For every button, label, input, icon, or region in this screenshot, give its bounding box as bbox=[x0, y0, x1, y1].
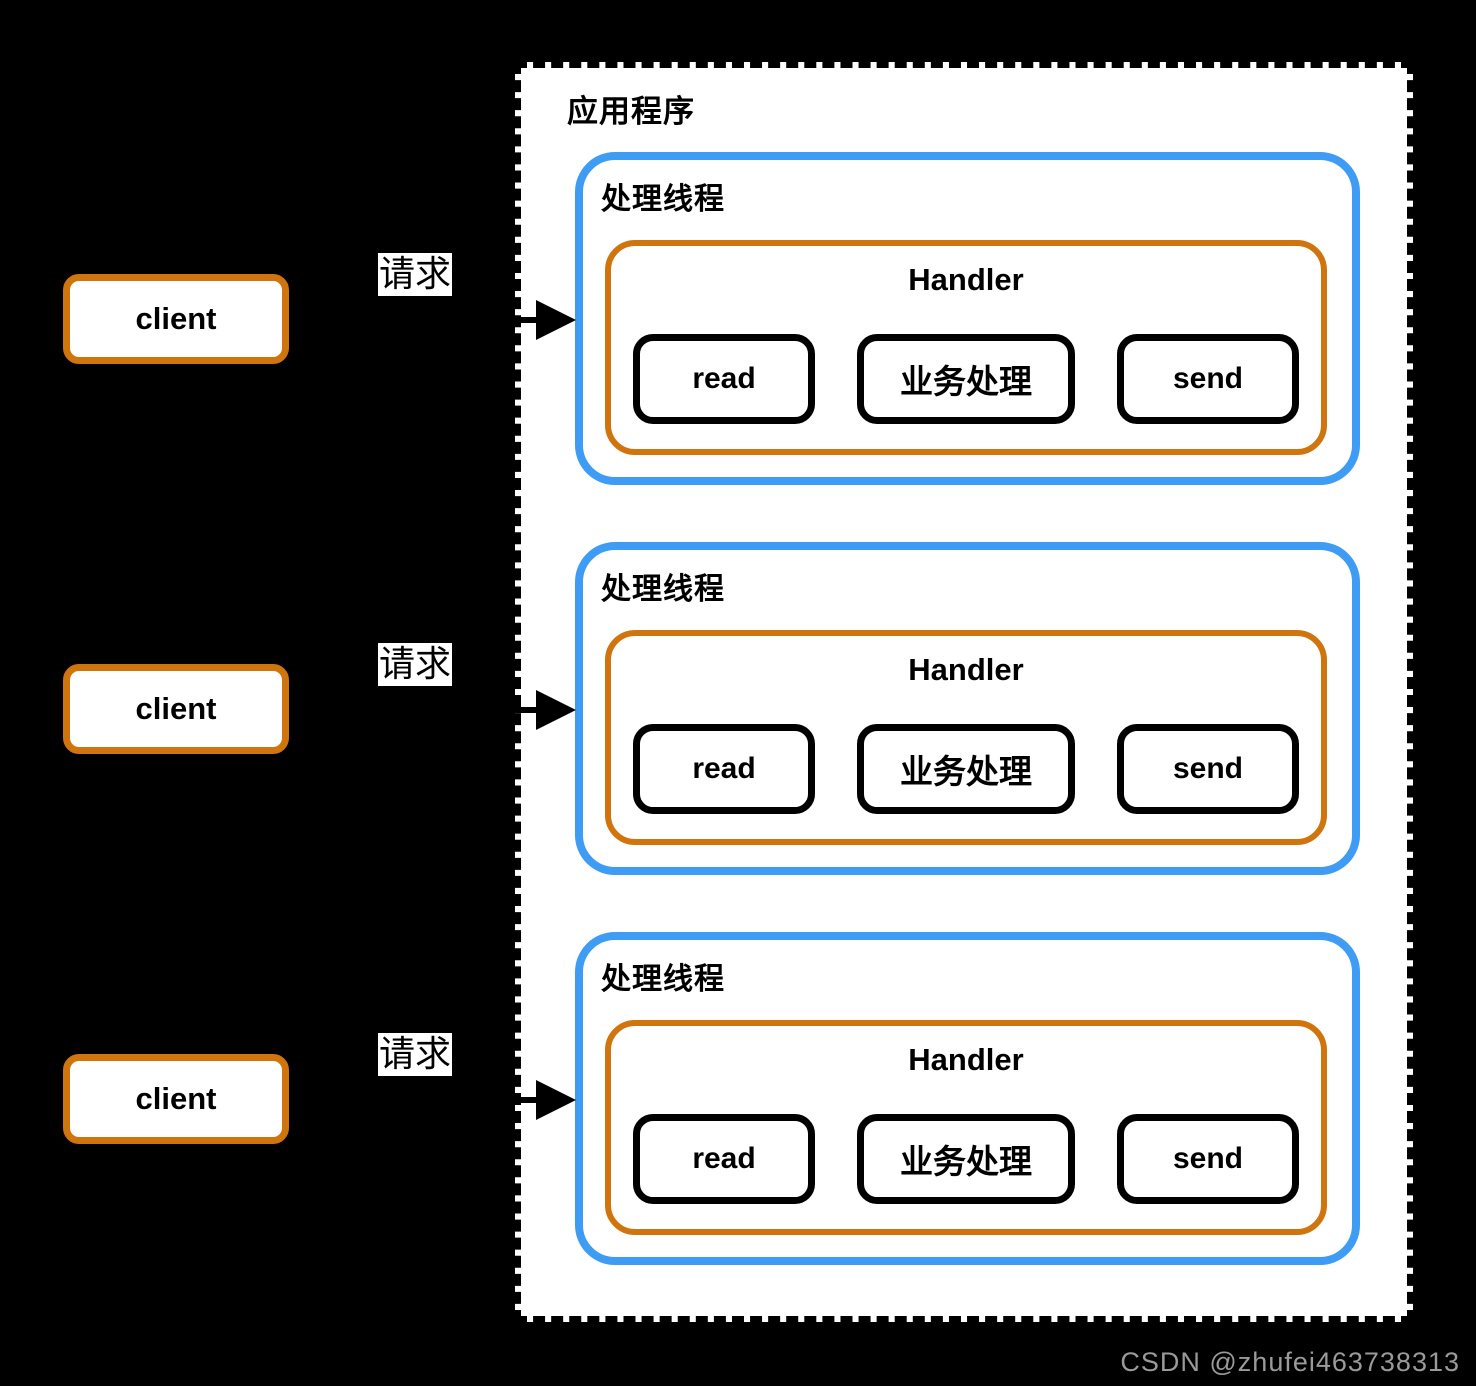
application-box: 应用程序 处理线程 Handler read 业务处理 send 处理线程 Ha… bbox=[515, 62, 1413, 1322]
request-label-1: 请求 bbox=[378, 253, 453, 296]
handler-label: Handler bbox=[908, 652, 1024, 687]
handler-box-3: Handler read 业务处理 send bbox=[605, 1020, 1327, 1235]
request-label-2: 请求 bbox=[378, 643, 453, 686]
request-label-3: 请求 bbox=[378, 1033, 453, 1076]
step-send: send bbox=[1117, 1114, 1299, 1204]
request-arrow-3 bbox=[430, 1080, 576, 1120]
handler-label: Handler bbox=[908, 262, 1024, 297]
arrow-right-icon bbox=[536, 300, 576, 340]
handler-box-1: Handler read 业务处理 send bbox=[605, 240, 1327, 455]
arrow-right-icon bbox=[536, 1080, 576, 1120]
handler-steps: read 业务处理 send bbox=[611, 724, 1321, 814]
step-business-process: 业务处理 bbox=[857, 1114, 1075, 1204]
thread-box-1: 处理线程 Handler read 业务处理 send bbox=[575, 152, 1360, 485]
step-business-process: 业务处理 bbox=[857, 334, 1075, 424]
thread-box-2: 处理线程 Handler read 业务处理 send bbox=[575, 542, 1360, 875]
step-send: send bbox=[1117, 334, 1299, 424]
client-box-1: client bbox=[63, 274, 289, 364]
step-read: read bbox=[633, 334, 815, 424]
step-read: read bbox=[633, 1114, 815, 1204]
arrow-shaft bbox=[430, 707, 536, 713]
arrow-shaft bbox=[430, 1097, 536, 1103]
thread-label: 处理线程 bbox=[601, 573, 725, 606]
handler-steps: read 业务处理 send bbox=[611, 1114, 1321, 1204]
request-arrow-2 bbox=[430, 690, 576, 730]
csdn-watermark: CSDN @zhufei463738313 bbox=[1120, 1347, 1460, 1377]
arrow-shaft bbox=[430, 317, 536, 323]
client-box-3: client bbox=[63, 1054, 289, 1144]
application-label: 应用程序 bbox=[567, 94, 695, 129]
handler-label: Handler bbox=[908, 1042, 1024, 1077]
thread-label: 处理线程 bbox=[601, 183, 725, 216]
step-send: send bbox=[1117, 724, 1299, 814]
client-box-2: client bbox=[63, 664, 289, 754]
request-arrow-1 bbox=[430, 300, 576, 340]
step-read: read bbox=[633, 724, 815, 814]
step-business-process: 业务处理 bbox=[857, 724, 1075, 814]
arrow-right-icon bbox=[536, 690, 576, 730]
handler-steps: read 业务处理 send bbox=[611, 334, 1321, 424]
thread-box-3: 处理线程 Handler read 业务处理 send bbox=[575, 932, 1360, 1265]
handler-box-2: Handler read 业务处理 send bbox=[605, 630, 1327, 845]
thread-label: 处理线程 bbox=[601, 963, 725, 996]
